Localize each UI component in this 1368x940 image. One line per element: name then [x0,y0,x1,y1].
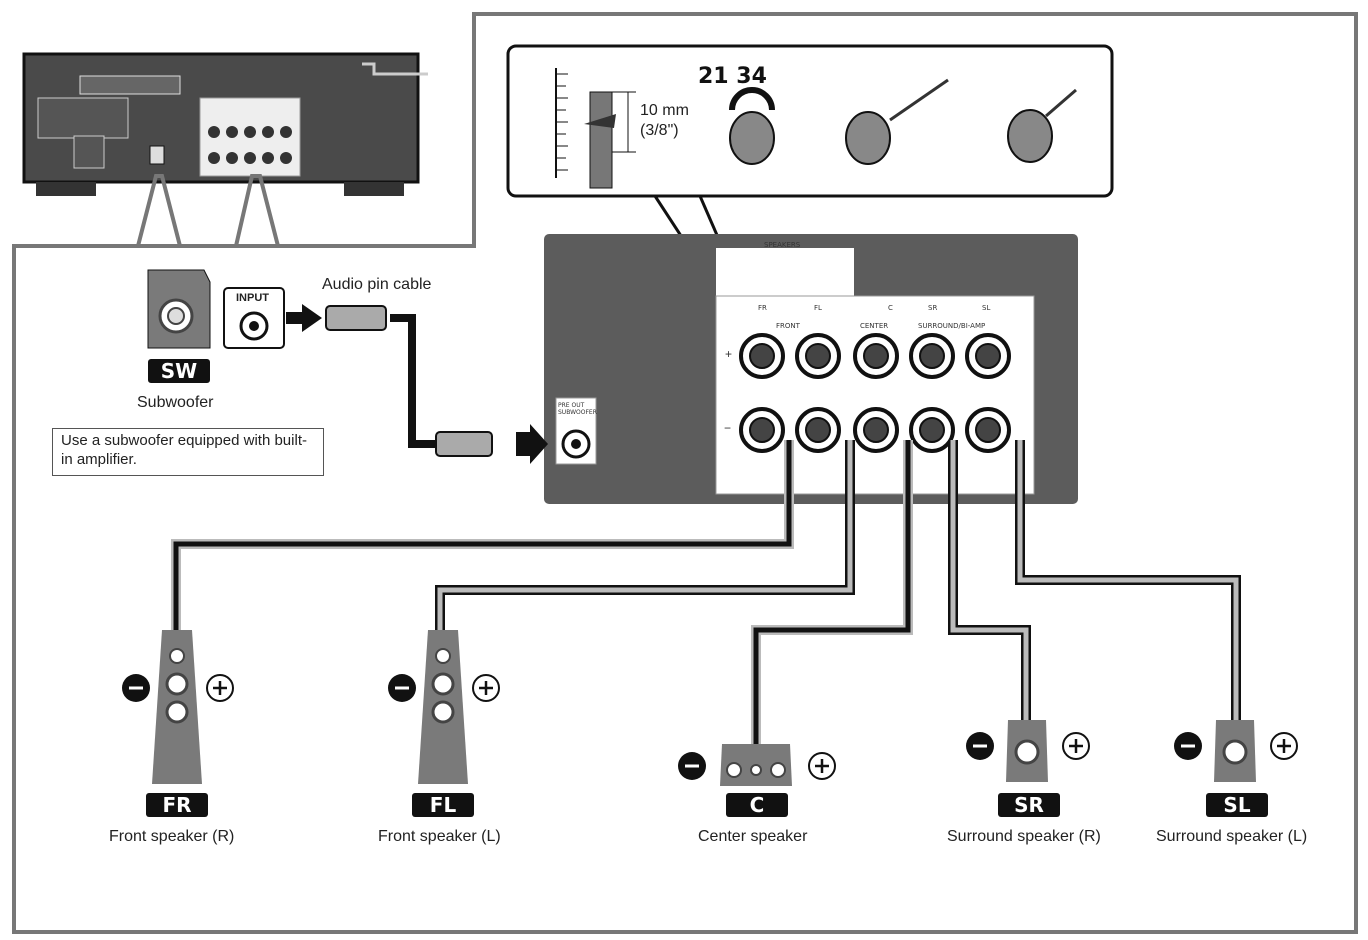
step-numbers: 21 34 [698,64,767,89]
fr-label: Front speaker (R) [109,828,235,845]
speaker-terminals [739,333,1011,453]
terminal-tag-sr: SR [928,304,938,312]
terminal-knob-0-1 [749,417,775,443]
front-label: FRONT [776,322,800,330]
sw-badge: SW [148,359,210,383]
subwoofer-note: Use a subwoofer equipped with built-in a… [52,428,324,476]
terminal-knob-3-1 [919,417,945,443]
subwoofer-icon [147,269,285,349]
speaker-fl-icon [418,630,468,784]
terminal-knob-2-1 [863,417,889,443]
sr-badge: SR [998,793,1060,817]
sl-badge: SL [1206,793,1268,817]
fl-badge: FL [412,793,474,817]
speaker-terminal-block [715,295,1035,495]
terminal-knob-2-0 [863,343,889,369]
fl-label: Front speaker (L) [378,828,501,845]
callout-frame [12,12,1358,934]
speaker-wires [171,440,1241,744]
receiver-rear-thumbnail [22,52,428,196]
terminal-knob-0-0 [749,343,775,369]
input-label: INPUT [236,292,269,304]
sl-label: Surround speaker (L) [1156,828,1308,845]
terminal-tag-fr: FR [758,304,767,312]
terminal-knob-1-1 [805,417,831,443]
speaker-sl-icon [1214,720,1256,782]
speakers-heading: SPEAKERS [764,241,801,249]
strip-length-inch-label: (3/8") [640,122,679,139]
subwoofer-label: Subwoofer [137,394,214,411]
terminal-knob-4-0 [975,343,1001,369]
strip-length-label: 10 mm [640,102,689,119]
plus-mark: + [725,347,732,361]
terminal-tag-fl: FL [814,304,822,312]
speaker-sr-icon [1006,720,1048,782]
speaker-fr-icon [152,630,202,784]
sr-label: Surround speaker (R) [947,828,1101,845]
center-label: CENTER [860,322,889,330]
audio-pin-cable [286,304,548,464]
minus-mark: − [724,421,731,435]
sub-out-label: PRE OUT SUBWOOFER [558,402,597,416]
terminal-knob-3-0 [919,343,945,369]
fr-badge: FR [146,793,208,817]
terminal-tag-sl: SL [982,304,991,312]
wire-strip-instruction [506,44,1114,335]
zoom-wedge-sub [136,174,182,247]
speaker-c-icon [720,744,792,786]
arrow-left-icon [286,304,322,332]
polarity-symbols [122,674,1298,780]
zoom-wedge-speakers [234,174,280,247]
surround-label: SURROUND/BI-AMP [918,322,986,330]
cable-label: Audio pin cable [322,276,432,293]
terminal-knob-4-1 [975,417,1001,443]
c-label: Center speaker [698,828,808,845]
panel-label-area [716,248,854,298]
terminal-knob-1-0 [805,343,831,369]
arrow-right-icon [516,424,548,464]
c-badge: C [726,793,788,817]
terminal-tag-c: C [888,304,893,312]
